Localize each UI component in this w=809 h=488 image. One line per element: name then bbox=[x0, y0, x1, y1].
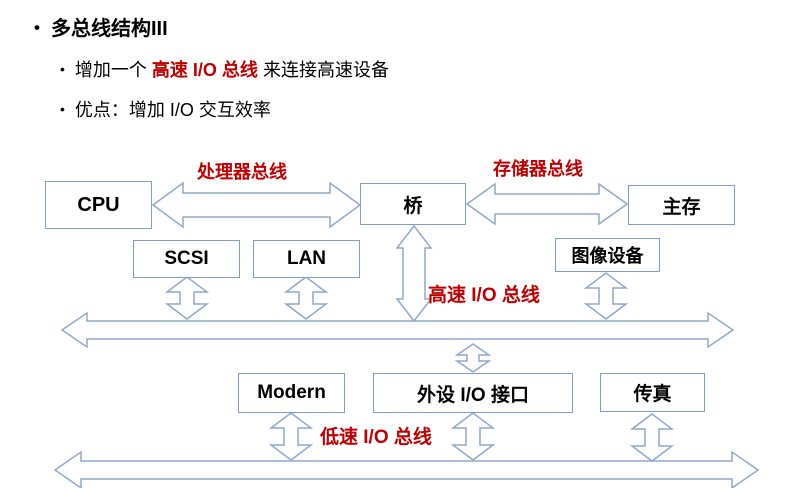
lan-box: LAN bbox=[253, 240, 360, 278]
fax-box: 传真 bbox=[600, 373, 705, 412]
bridge-highspeed-connector-arrow bbox=[395, 224, 433, 323]
highspeed-peripheral-connector-arrow bbox=[454, 343, 492, 373]
peripheral-lowspeed-connector-arrow bbox=[450, 412, 496, 461]
memory-bus-label: 存储器总线 bbox=[493, 159, 583, 179]
lowspeed-bus-label: 低速 I/O 总线 bbox=[320, 427, 432, 448]
image-device-connector-arrow bbox=[583, 272, 629, 320]
modem-connector-arrow bbox=[268, 412, 314, 461]
bullet-item-1: 增加一个 高速 I/O 总线 来连接高速设备 bbox=[60, 56, 389, 82]
cpu-box: CPU bbox=[45, 181, 152, 229]
scsi-connector-arrow bbox=[164, 276, 210, 320]
processor-bus-arrow bbox=[151, 181, 362, 229]
bullet-1-highlight: 高速 I/O 总线 bbox=[151, 60, 258, 80]
lan-connector-arrow bbox=[283, 276, 329, 320]
memory-bus-arrow bbox=[465, 182, 629, 226]
page-title: 多总线结构III bbox=[34, 12, 168, 41]
modem-box: Modern bbox=[238, 373, 345, 413]
highspeed-bus-arrow bbox=[60, 311, 735, 349]
image-device-box: 图像设备 bbox=[555, 238, 660, 272]
lowspeed-bus-arrow bbox=[53, 450, 760, 488]
scsi-box: SCSI bbox=[133, 240, 240, 278]
bullet-1-text: 增加一个 bbox=[74, 60, 152, 80]
fax-connector-arrow bbox=[629, 413, 675, 462]
bridge-box: 桥 bbox=[360, 183, 466, 225]
processor-bus-label: 处理器总线 bbox=[197, 162, 287, 182]
bullet-1-text-tail: 来连接高速设备 bbox=[257, 60, 389, 80]
bullet-2-text: 优点：增加 I/O 交互效率 bbox=[74, 100, 271, 120]
highspeed-bus-label: 高速 I/O 总线 bbox=[428, 285, 540, 306]
peripheral-io-box: 外设 I/O 接口 bbox=[373, 373, 573, 413]
main-memory-box: 主存 bbox=[628, 185, 735, 225]
bullet-item-2: 优点：增加 I/O 交互效率 bbox=[60, 96, 271, 122]
